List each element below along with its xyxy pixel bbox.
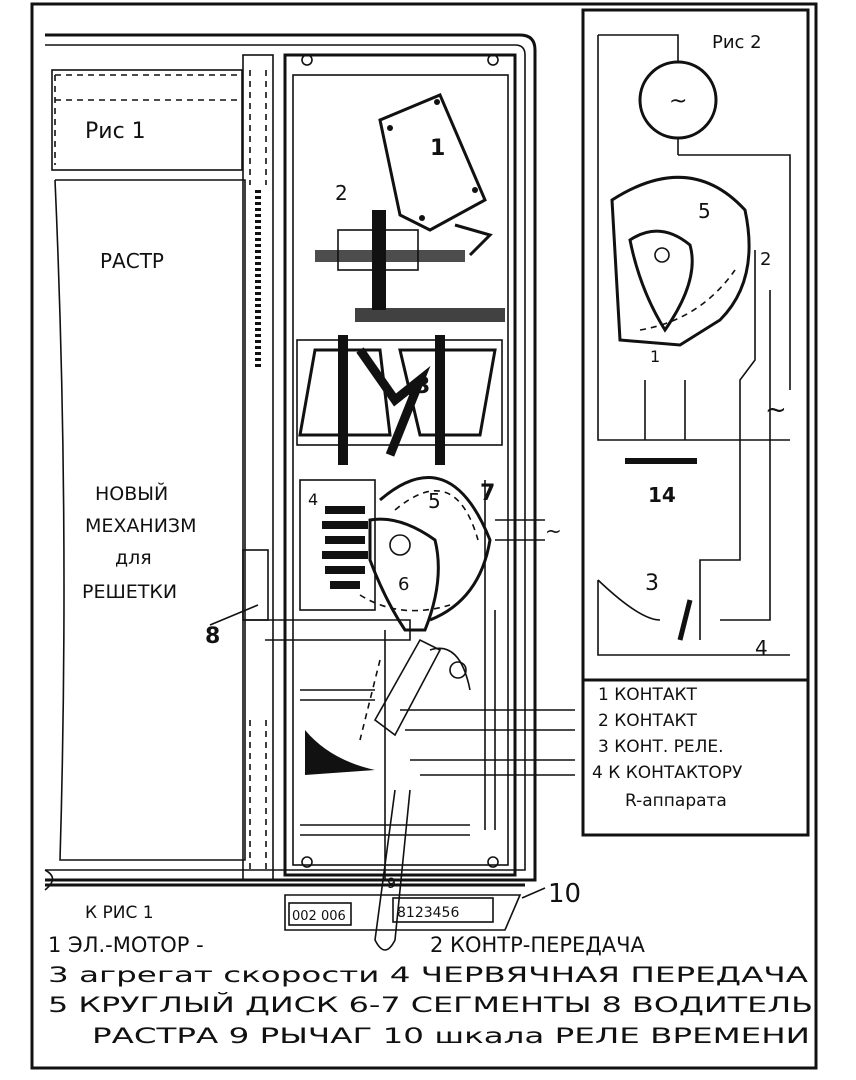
fig1-drawing [44,33,575,951]
fig2-number-1: 1 [650,347,660,366]
outer-border [30,2,818,1070]
fig2-number-5: 5 [698,199,711,223]
mechanism-label-2: МЕХАНИЗМ [85,515,197,537]
ac-symbol: ~ [545,519,562,543]
caption-line-5: РАСТРА 9 РЫЧАГ 10 шкала РЕЛЕ ВРЕМЕНИ [92,1024,810,1048]
legend-item-1: 1 КОНТАКТ [598,685,698,705]
legend-item-4-cont: R-аппарата [625,791,727,811]
legend-item-2: 2 КОНТАКТ [598,711,698,731]
mechanism-label-3: для [115,547,152,569]
caption: К РИС 1 1 ЭЛ.-МОТОР - 2 КОНТР-ПЕРЕДАЧА 3… [48,903,813,1048]
fig2-legend: 1 КОНТАКТ 2 КОНТАКТ 3 КОНТ. РЕЛЕ. 4 К КО… [592,685,743,811]
fig2-number-14: 14 [648,483,676,507]
raster-top-panel [51,69,243,171]
cabinet-frame [45,33,537,882]
part-number-5: 5 [428,489,441,513]
caption-heading: К РИС 1 [85,903,154,923]
part-number-3: 3 [415,374,430,399]
fig2-box [581,8,810,837]
scale-left: 002 006 [292,909,346,924]
fig2-schematic [581,8,810,837]
raster-panel [54,179,246,861]
part-number-8: 8 [205,624,220,649]
caption-line-1: 1 ЭЛ.-МОТОР - [48,933,204,957]
segment-7 [359,594,451,612]
mechanism-label-1: НОВЫЙ [95,482,168,505]
fig1-title: Рис 1 [85,119,146,144]
mechanism-label-4: РЕШЕТКИ [82,581,177,603]
part-number-10: 10 [548,879,581,909]
gear-bar [355,308,505,322]
part-number-4: 4 [308,490,318,509]
mechanism-panel [283,53,517,877]
fig2-number-4: 4 [755,636,768,660]
fig2-number-3: 3 [645,571,659,596]
scale-right: 8123456 [397,905,459,921]
caption-line-4: 5 КРУГЛЫЙ ДИСК 6-7 СЕГМЕНТЫ 8 ВОДИТЕЛЬ [48,992,813,1017]
fig2-disc [610,175,751,347]
fig2-ac-symbol: ~ [765,395,787,425]
part-number-2: 2 [335,181,348,205]
guide-rail [242,54,274,881]
round-disc [379,476,492,622]
timer-scale [284,894,522,931]
legend-item-4: 4 К КОНТАКТОРУ [592,763,743,783]
speed-unit [296,339,503,446]
worm-gear [299,479,376,611]
raster-label: РАСТР [100,249,164,273]
wires [400,709,575,776]
part-number-6: 6 [398,574,409,595]
fig2-number-2: 2 [760,249,771,270]
caption-line-2: 2 КОНТР-ПЕРЕДАЧА [430,933,645,957]
legend-item-3: 3 КОНТ. РЕЛЕ. [598,737,724,757]
generator-symbol: ~ [669,89,687,114]
part-number-7: 7 [480,481,495,506]
caption-line-3: 3 агрегат скорости 4 ЧЕРВЯЧНАЯ ПЕРЕДАЧА [48,963,809,987]
motor [378,93,487,232]
fig2-title: Рис 2 [712,32,762,53]
part-number-9: 9 [387,876,396,892]
part-number-1: 1 [430,136,445,161]
segment-6 [368,517,440,632]
